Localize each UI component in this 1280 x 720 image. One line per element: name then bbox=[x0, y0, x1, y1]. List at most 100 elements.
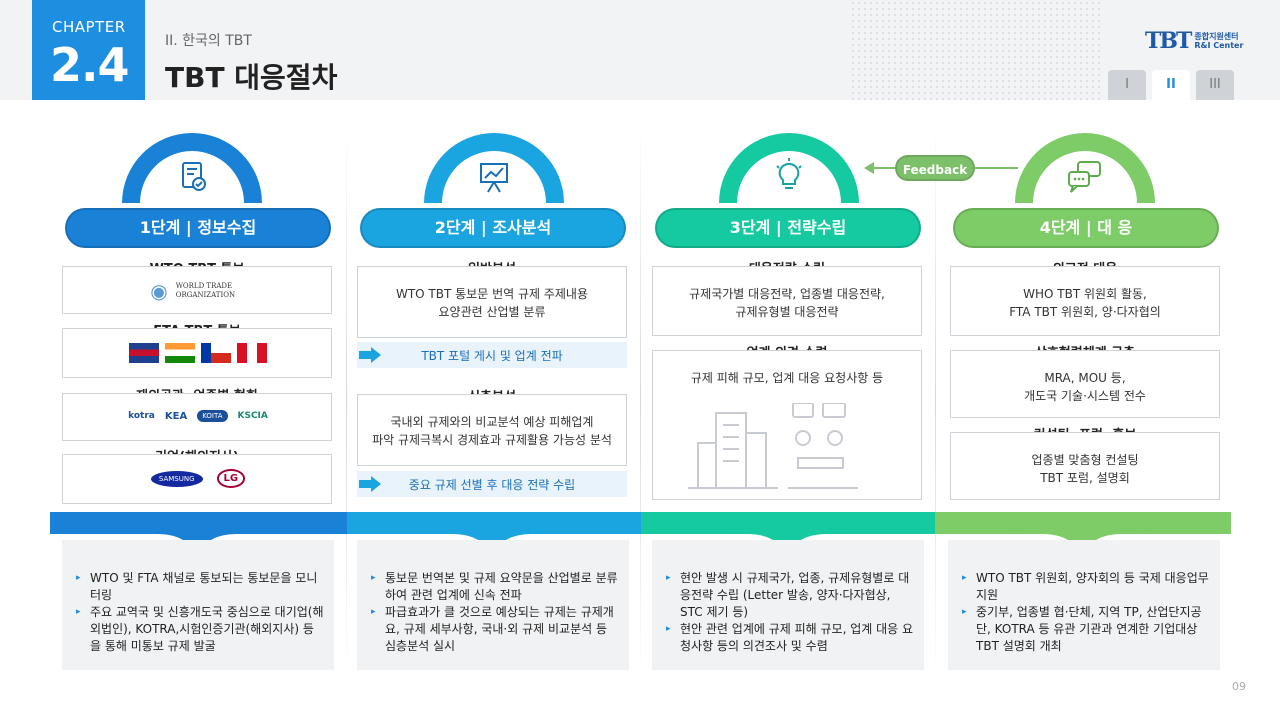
logo-text: 종합지원센터 R&I Center bbox=[1194, 32, 1243, 50]
stage-4-arch bbox=[1015, 133, 1155, 203]
kscia-logo: KSCIA bbox=[237, 411, 268, 421]
arrow-note: TBT 포털 게시 및 업계 전파 bbox=[357, 342, 627, 368]
description-item: 중기부, 업종별 협·단체, 지역 TP, 산업단지공단, KOTRA 등 유관… bbox=[962, 604, 1210, 655]
box-text: 규제 피해 규모, 업계 대응 요청사항 등 bbox=[690, 371, 884, 385]
description-item: 현안 관련 업계에 규제 피해 규모, 업계 대응 요청사항 등의 의견조사 및… bbox=[666, 621, 914, 655]
buildings-meeting-illustration bbox=[688, 403, 858, 489]
chapter-label: CHAPTER bbox=[52, 18, 126, 36]
stage-2-description: 통보문 번역본 및 규제 요약문을 산업별로 분류하여 관련 업계에 신속 전파… bbox=[357, 540, 629, 670]
stage-1-pill: 1단계 | 정보수집 bbox=[65, 208, 331, 248]
stage-1-brace bbox=[117, 512, 277, 558]
cooperation-box: MRA, MOU 등, 개도국 기술·시스템 전수 bbox=[950, 350, 1220, 418]
flag-icon bbox=[129, 343, 159, 363]
wto-logo-text: WORLD TRADE ORGANIZATION bbox=[175, 282, 236, 299]
stage-4-pill: 4단계 | 대 응 bbox=[953, 208, 1219, 248]
box-text: 요양관련 산업별 분류 bbox=[438, 305, 546, 319]
feedback-arrow-head bbox=[864, 162, 874, 174]
description-item: 파급효과가 클 것으로 예상되는 규제는 규제개요, 규제 세부사항, 국내·외… bbox=[371, 604, 619, 655]
chapter-badge: CHAPTER 2.4 bbox=[32, 0, 145, 100]
logo-mark: TBT bbox=[1145, 28, 1192, 54]
stage-2-column: 2단계 | 조사분석 일반분석 WTO TBT 통보문 번역 규제 주제내용 요… bbox=[357, 100, 652, 680]
lg-logo: LG bbox=[216, 469, 246, 488]
association-box: kotra KEA KOITA KSCIA bbox=[62, 393, 332, 441]
chapter-nav-tabs: I II III bbox=[1108, 70, 1234, 100]
page-title: TBT 대응절차 bbox=[165, 61, 338, 94]
header: CHAPTER 2.4 II. 한국의 TBT TBT 대응절차 TBT 종합지… bbox=[0, 0, 1280, 100]
stage-1-description: WTO 및 FTA 채널로 통보되는 통보문을 모니터링 주요 교역국 및 신흥… bbox=[62, 540, 334, 670]
feedback-badge: Feedback bbox=[895, 155, 975, 181]
stage-3-description: 현안 발생 시 규제국가, 업종, 규제유형별로 대응전략 수립 (Letter… bbox=[652, 540, 924, 670]
globe-icon: ◉ bbox=[150, 279, 168, 303]
fta-box bbox=[62, 328, 332, 378]
strategy-box: 규제국가별 대응전략, 업종별 대응전략, 규제유형별 대응전략 bbox=[652, 266, 922, 336]
page-number: 09 bbox=[1232, 680, 1246, 693]
general-analysis-box: WTO TBT 통보문 번역 규제 주제내용 요양관련 산업별 분류 bbox=[357, 266, 627, 338]
stage-2-brace bbox=[412, 512, 572, 558]
arrow-note: 중요 규제 선별 후 대응 전략 수립 bbox=[357, 471, 627, 497]
description-item: 통보문 번역본 및 규제 요약문을 산업별로 분류하여 관련 업계에 신속 전파 bbox=[371, 570, 619, 604]
box-text: 개도국 기술·시스템 전수 bbox=[1024, 389, 1146, 403]
description-item: 현안 발생 시 규제국가, 업종, 규제유형별로 대응전략 수립 (Letter… bbox=[666, 570, 914, 621]
samsung-logo: SAMSUNG bbox=[150, 470, 203, 487]
box-text: WHO TBT 위원회 활동, bbox=[1023, 287, 1147, 301]
stage-3-pill: 3단계 | 전략수립 bbox=[655, 208, 921, 248]
world-map-decoration bbox=[850, 0, 1100, 100]
stage-4-column: 4단계 | 대 응 외교적 대응 WHO TBT 위원회 활동, FTA TBT… bbox=[950, 100, 1245, 680]
tbt-center-logo: TBT 종합지원센터 R&I Center bbox=[1145, 28, 1243, 54]
divider bbox=[346, 120, 347, 680]
logo-line2: R&I Center bbox=[1194, 41, 1244, 50]
box-text: 규제유형별 대응전략 bbox=[735, 305, 839, 319]
chat-bubbles-icon bbox=[1068, 161, 1101, 193]
stage-2-arch bbox=[424, 133, 564, 203]
arrow-right-icon bbox=[359, 347, 381, 363]
box-text: FTA TBT 위원회, 양·다자협의 bbox=[1009, 305, 1161, 319]
arrow-right-icon bbox=[359, 476, 381, 492]
flag-icons bbox=[63, 343, 333, 363]
flag-icon bbox=[237, 343, 267, 363]
stage-3-brace bbox=[707, 512, 867, 558]
company-box: SAMSUNG LG bbox=[62, 454, 332, 504]
box-text: 규제국가별 대응전략, 업종별 대응전략, bbox=[689, 287, 885, 301]
stage-1-column: 1단계 | 정보수집 WTO TBT 통보 ◉ WORLD TRADE ORGA… bbox=[62, 100, 357, 680]
stage-4-description: WTO TBT 위원회, 양자회의 등 국제 대응업무 지원 중기부, 업종별 … bbox=[948, 540, 1220, 670]
tab-II[interactable]: II bbox=[1152, 70, 1190, 100]
box-text: 업종별 맞춤형 컨설팅 bbox=[1031, 453, 1139, 467]
association-logos: kotra KEA KOITA KSCIA bbox=[63, 410, 333, 422]
box-text: 국내외 규제와의 비교분석 예상 피해업계 bbox=[390, 415, 594, 429]
kea-logo: KEA bbox=[164, 410, 188, 422]
box-text: WTO TBT 통보문 번역 규제 주제내용 bbox=[395, 287, 589, 301]
arrow-note-text: TBT 포털 게시 및 업계 전파 bbox=[421, 349, 563, 363]
stage-1-arch bbox=[122, 133, 262, 203]
box-text: 파악 규제극복시 경제효과 규제활용 가능성 분석 bbox=[372, 433, 612, 447]
stage-4-brace bbox=[1002, 512, 1162, 558]
company-logos: SAMSUNG LG bbox=[63, 469, 333, 488]
box-text: MRA, MOU 등, bbox=[1044, 371, 1126, 385]
koita-logo: KOITA bbox=[197, 410, 228, 422]
description-item: 주요 교역국 및 신흥개도국 중심으로 대기업(해외법인), KOTRA,시험인… bbox=[76, 604, 324, 655]
wto-box: ◉ WORLD TRADE ORGANIZATION bbox=[62, 266, 332, 314]
wto-logo: ◉ WORLD TRADE ORGANIZATION bbox=[63, 279, 333, 303]
description-item: WTO 및 FTA 채널로 통보되는 통보문을 모니터링 bbox=[76, 570, 324, 604]
opinion-box: 규제 피해 규모, 업계 대응 요청사항 등 bbox=[652, 350, 922, 500]
stage-3-arch bbox=[719, 133, 859, 203]
tab-I[interactable]: I bbox=[1108, 70, 1146, 100]
description-item: WTO TBT 위원회, 양자회의 등 국제 대응업무 지원 bbox=[962, 570, 1210, 604]
divider bbox=[935, 120, 936, 680]
lightbulb-icon bbox=[776, 158, 802, 189]
presentation-chart-icon bbox=[480, 163, 508, 193]
divider bbox=[640, 120, 641, 680]
logo-line1: 종합지원센터 bbox=[1194, 32, 1239, 41]
section-subtitle: II. 한국의 TBT bbox=[165, 33, 252, 49]
chapter-number: 2.4 bbox=[50, 38, 129, 92]
stage-2-pill: 2단계 | 조사분석 bbox=[360, 208, 626, 248]
deep-analysis-box: 국내외 규제와의 비교분석 예상 피해업계 파악 규제극복시 경제효과 규제활용… bbox=[357, 394, 627, 466]
diplomatic-box: WHO TBT 위원회 활동, FTA TBT 위원회, 양·다자협의 bbox=[950, 266, 1220, 336]
tab-III[interactable]: III bbox=[1196, 70, 1234, 100]
stage-3-column: 3단계 | 전략수립 대응전략 수립 규제국가별 대응전략, 업종별 대응전략,… bbox=[652, 100, 947, 680]
flag-icon bbox=[165, 343, 195, 363]
flag-icon bbox=[201, 343, 231, 363]
arrow-note-text: 중요 규제 선별 후 대응 전략 수립 bbox=[408, 478, 576, 492]
box-text: TBT 포럼, 설명회 bbox=[1040, 471, 1130, 485]
consulting-box: 업종별 맞춤형 컨설팅 TBT 포럼, 설명회 bbox=[950, 432, 1220, 500]
document-check-icon bbox=[182, 162, 206, 191]
